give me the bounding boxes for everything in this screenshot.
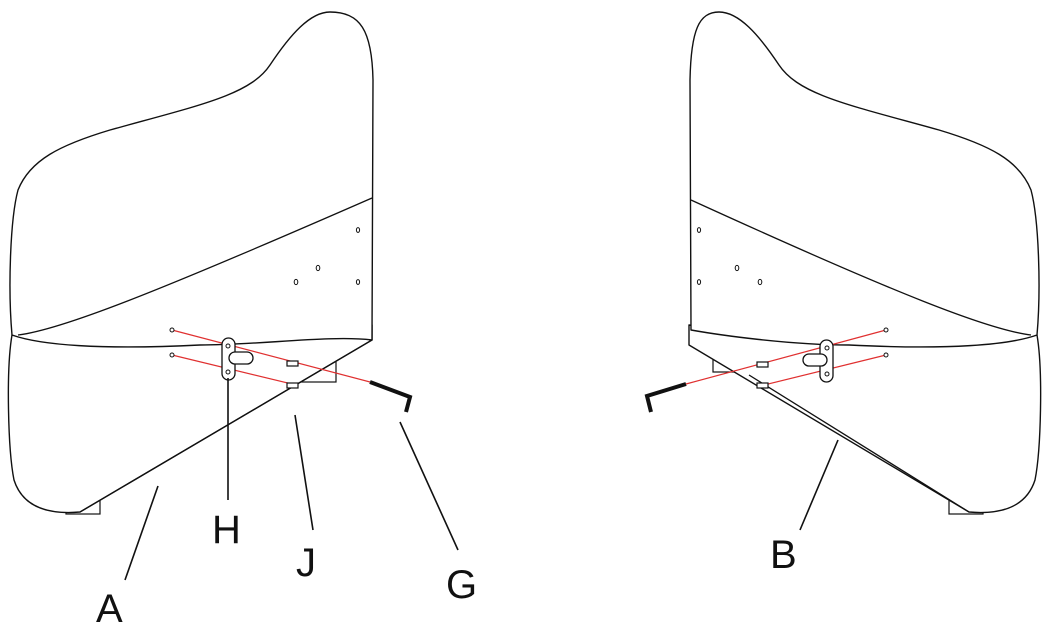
callout-label-B: B [770,533,797,577]
right-sofa-section [688,11,1042,515]
callout-label-A: A [96,587,123,630]
leader-B [799,439,839,531]
right-screws [756,361,769,389]
right-mount-hole-3 [757,278,763,286]
right-connector-bracket [802,339,834,383]
right-guide-line-upper [685,329,887,385]
left-mount-hole-3 [293,278,299,286]
left-mount-hole-2 [315,264,321,272]
left-side-panel-bottom-edge [79,339,373,513]
right-side-panel-top-edge [690,199,1032,336]
right-mount-hole-4 [696,279,702,285]
left-guide-hole-upper [169,327,175,333]
left-side-panel-top-edge [17,197,373,336]
left-mount-hole-1 [355,227,361,233]
right-screw-upper [756,361,769,368]
callout-label-J: J [296,541,316,585]
right-side-panel-bottom-edge [748,374,970,513]
left-guide-lines [169,327,371,386]
left-guide-hole-lower [169,352,175,358]
left-screw-upper [286,360,299,367]
left-backrest [9,11,374,348]
leader-lines [124,378,839,581]
right-allen-key [644,382,687,413]
leader-A [124,485,159,581]
right-base-cushion [688,324,1042,514]
left-bracket-pin [228,351,254,365]
left-mount-hole-4 [355,279,361,285]
left-bracket-hole-top [225,343,231,349]
right-bracket-pin [802,353,828,367]
right-guide-hole-upper [883,327,889,333]
left-allen-key-G [369,380,413,413]
right-guide-hole-lower [883,352,889,358]
callout-label-G: G [446,563,477,607]
left-screw-lower [286,382,299,389]
right-bracket-hole-bottom [824,371,830,377]
callout-label-H: H [212,508,241,552]
leader-G [399,421,459,551]
right-bracket-hole-top [824,345,830,351]
right-backrest [689,11,1040,348]
left-screws-J [286,360,299,389]
leader-J [294,414,314,531]
left-connector-bracket-H [221,337,254,381]
right-mount-hole-2 [734,264,740,272]
left-guide-line-upper [171,329,371,383]
left-sofa-section [7,11,374,515]
left-base-cushion [7,324,373,514]
right-mount-hole-1 [696,227,702,233]
left-bracket-hole-bottom [225,369,231,375]
right-screw-lower [756,382,769,389]
